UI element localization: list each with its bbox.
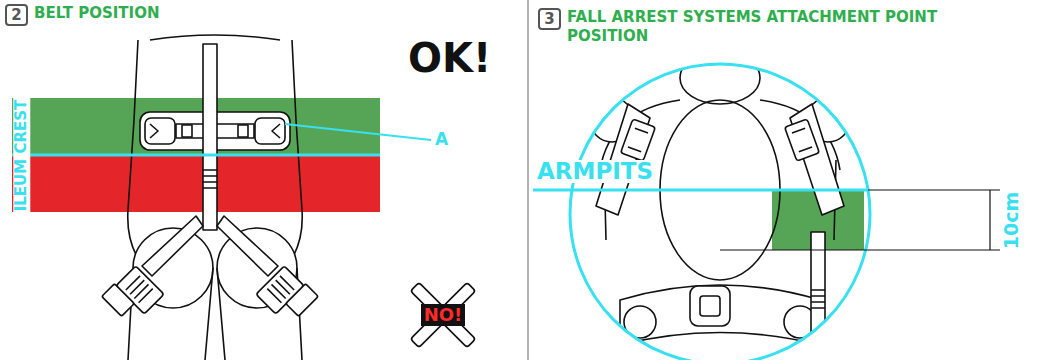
ileum-crest-line [12,154,380,157]
cross-mark [410,282,475,347]
dimension-line [868,189,1000,190]
leader-line [285,124,431,140]
ok-mark: OK! [408,38,491,78]
harness-figure-chest [590,52,864,345]
dimension-label: 10cm [1002,191,1021,249]
dimension-line [989,190,990,250]
section-number: 3 [543,11,556,27]
armpits-label: ARMPITS [535,160,655,183]
panel-divider [527,0,529,360]
armpits-line [533,189,868,192]
belt-zones [12,98,380,212]
no-mark: NO! [421,304,466,326]
section-badge: 3FALL ARREST SYSTEMS ATTACHMENT POINT PO… [538,8,561,30]
section-heading: FALL ARREST SYSTEMS ATTACHMENT POINT POS… [567,8,1007,46]
zoom-circle [570,64,870,360]
callout-letter: A [435,131,448,148]
ileum-crest-label: ILEUM CREST [14,96,31,214]
section-heading: BELT POSITION [34,4,454,23]
dimension-line [720,249,1000,250]
harness-figure-front [102,35,319,360]
section-badge: 2BELT POSITION [5,4,28,26]
section-number: 2 [10,7,23,23]
